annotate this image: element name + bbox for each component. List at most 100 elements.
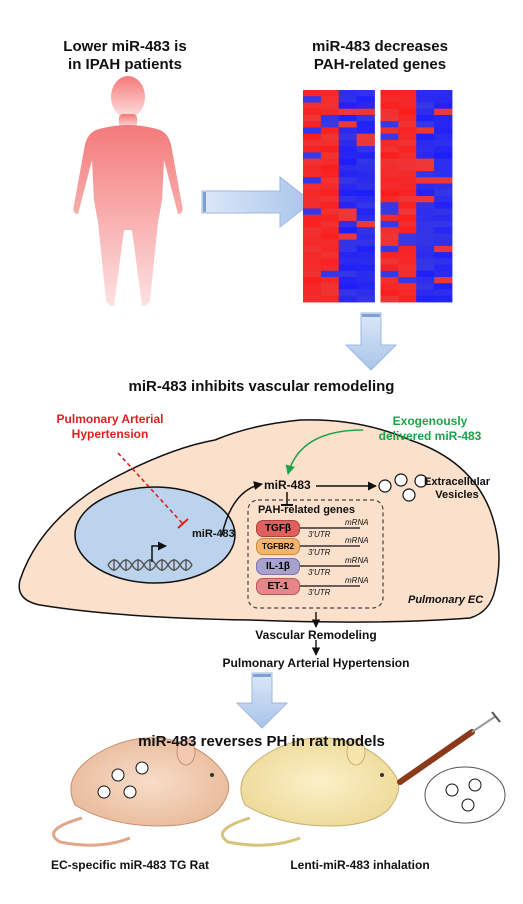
heatmap-cell — [398, 258, 417, 265]
heatmap-cell — [434, 152, 453, 159]
heatmap-cell — [380, 90, 399, 97]
mrna-label-2: mRNA — [345, 556, 369, 565]
heatmap-cell — [434, 164, 453, 172]
heatmap-cell — [338, 96, 358, 103]
ev-label-line2: Vesicles — [435, 489, 479, 501]
heatmap-cell — [416, 121, 435, 128]
heatmap-cell — [380, 220, 399, 228]
heatmap-cell — [338, 245, 358, 253]
mir-nucleus-label: miR-483 — [192, 528, 235, 540]
heatmap-cell — [434, 108, 453, 116]
heatmap-cell — [416, 127, 435, 135]
gene-name-0: TGFβ — [264, 523, 292, 534]
heatmap-cell — [434, 277, 453, 284]
heatmap-cell — [356, 164, 375, 172]
heatmap-cell — [380, 227, 399, 234]
heatmap-cell — [338, 258, 358, 265]
heatmap-cell — [398, 171, 417, 178]
utr-label-1: 3'UTR — [308, 548, 331, 557]
heatmap-cell — [398, 295, 417, 303]
heatmap-cell — [320, 127, 340, 135]
heatmap-cell — [398, 245, 417, 253]
heatmap-cell — [303, 196, 322, 203]
heatmap-cell — [320, 245, 340, 253]
heatmap-cell — [416, 102, 435, 110]
heatmap-cell — [320, 102, 340, 110]
heatmap-cell — [303, 245, 322, 253]
heatmap-cell — [416, 96, 435, 103]
heatmap-cell — [380, 114, 399, 122]
heatmap-cell — [416, 227, 435, 234]
heatmap-cell — [416, 220, 435, 228]
heatmap-cell — [338, 121, 358, 128]
heatmap-cell — [338, 283, 358, 290]
heatmap-cell — [356, 283, 375, 290]
heatmap-cell — [303, 171, 322, 178]
heatmap-cell — [338, 289, 358, 297]
heatmap-cell — [416, 283, 435, 290]
heatmap-cell — [416, 189, 435, 197]
exo-label-line2: delivered miR-483 — [378, 429, 482, 443]
utr-label-3: 3'UTR — [308, 588, 331, 597]
heatmap-cell — [338, 164, 358, 172]
heatmap-cell — [303, 121, 322, 128]
heatmap-cell — [303, 102, 322, 110]
right-title-line2: PAH-related genes — [313, 56, 447, 73]
heatmap-cell — [416, 252, 435, 259]
heatmap-cell — [380, 208, 399, 216]
heatmap-cell — [338, 183, 358, 191]
heatmap-cell — [338, 208, 358, 216]
heatmap-cell — [416, 239, 435, 247]
heatmap-cell — [356, 227, 375, 234]
heatmap-cell — [356, 208, 375, 216]
heatmap-cell — [338, 239, 358, 247]
heatmap-cell — [398, 277, 417, 284]
heatmap-cell — [303, 239, 322, 247]
heatmap-cell — [320, 295, 340, 303]
heatmap-cell — [416, 202, 435, 209]
gene-name-3: ET-1 — [267, 581, 289, 592]
heatmap-cell — [356, 264, 375, 272]
heatmap-cell — [356, 139, 375, 147]
heatmap-cell — [338, 196, 358, 203]
heatmap-cell — [356, 245, 375, 253]
heatmap-cell — [434, 227, 453, 234]
heatmap-cell — [380, 214, 399, 222]
gene-pill-0: TGFβ — [256, 520, 300, 537]
heatmap-cell — [434, 189, 453, 197]
heatmap-cell — [356, 233, 375, 241]
heatmap-cell — [320, 264, 340, 272]
middle-section-title: miR-483 inhibits vascular remodeling — [128, 378, 395, 395]
heatmap-cell — [338, 177, 358, 184]
heatmap-cell — [356, 189, 375, 197]
heatmap-cell — [356, 127, 375, 135]
heatmap-cell — [398, 90, 417, 97]
heatmap-cell — [416, 289, 435, 297]
heatmap-cell — [380, 108, 399, 116]
heatmap-cell — [380, 270, 399, 278]
heatmap-cell — [398, 196, 417, 203]
heatmap-cell — [356, 90, 375, 97]
heatmap-cell — [303, 108, 322, 116]
heatmap-cell — [398, 214, 417, 222]
heatmap-cell — [398, 264, 417, 272]
heatmap-cell — [356, 214, 375, 222]
genes-title: PAH-related genes — [258, 504, 355, 516]
heatmap-cell — [356, 152, 375, 159]
heatmap-cell — [356, 196, 375, 203]
heatmap-cell — [398, 283, 417, 290]
right-title: miR-483 decreases PAH-related genes — [285, 38, 475, 74]
heatmap-cell — [338, 227, 358, 234]
heatmap-cell — [416, 183, 435, 191]
heatmap-cell — [303, 96, 322, 103]
heatmap-cell — [320, 189, 340, 197]
heatmap-cell — [398, 208, 417, 216]
heatmap-cell — [303, 183, 322, 191]
heatmap-cell — [338, 233, 358, 241]
right-caption: Lenti-miR-483 inhalation — [290, 858, 430, 872]
right-arrow-icon — [201, 175, 313, 229]
heatmap-cell — [320, 289, 340, 297]
heatmap-cell — [303, 295, 322, 303]
left-caption: EC-specific miR-483 TG Rat — [50, 858, 210, 872]
heatmap-cell — [320, 164, 340, 172]
